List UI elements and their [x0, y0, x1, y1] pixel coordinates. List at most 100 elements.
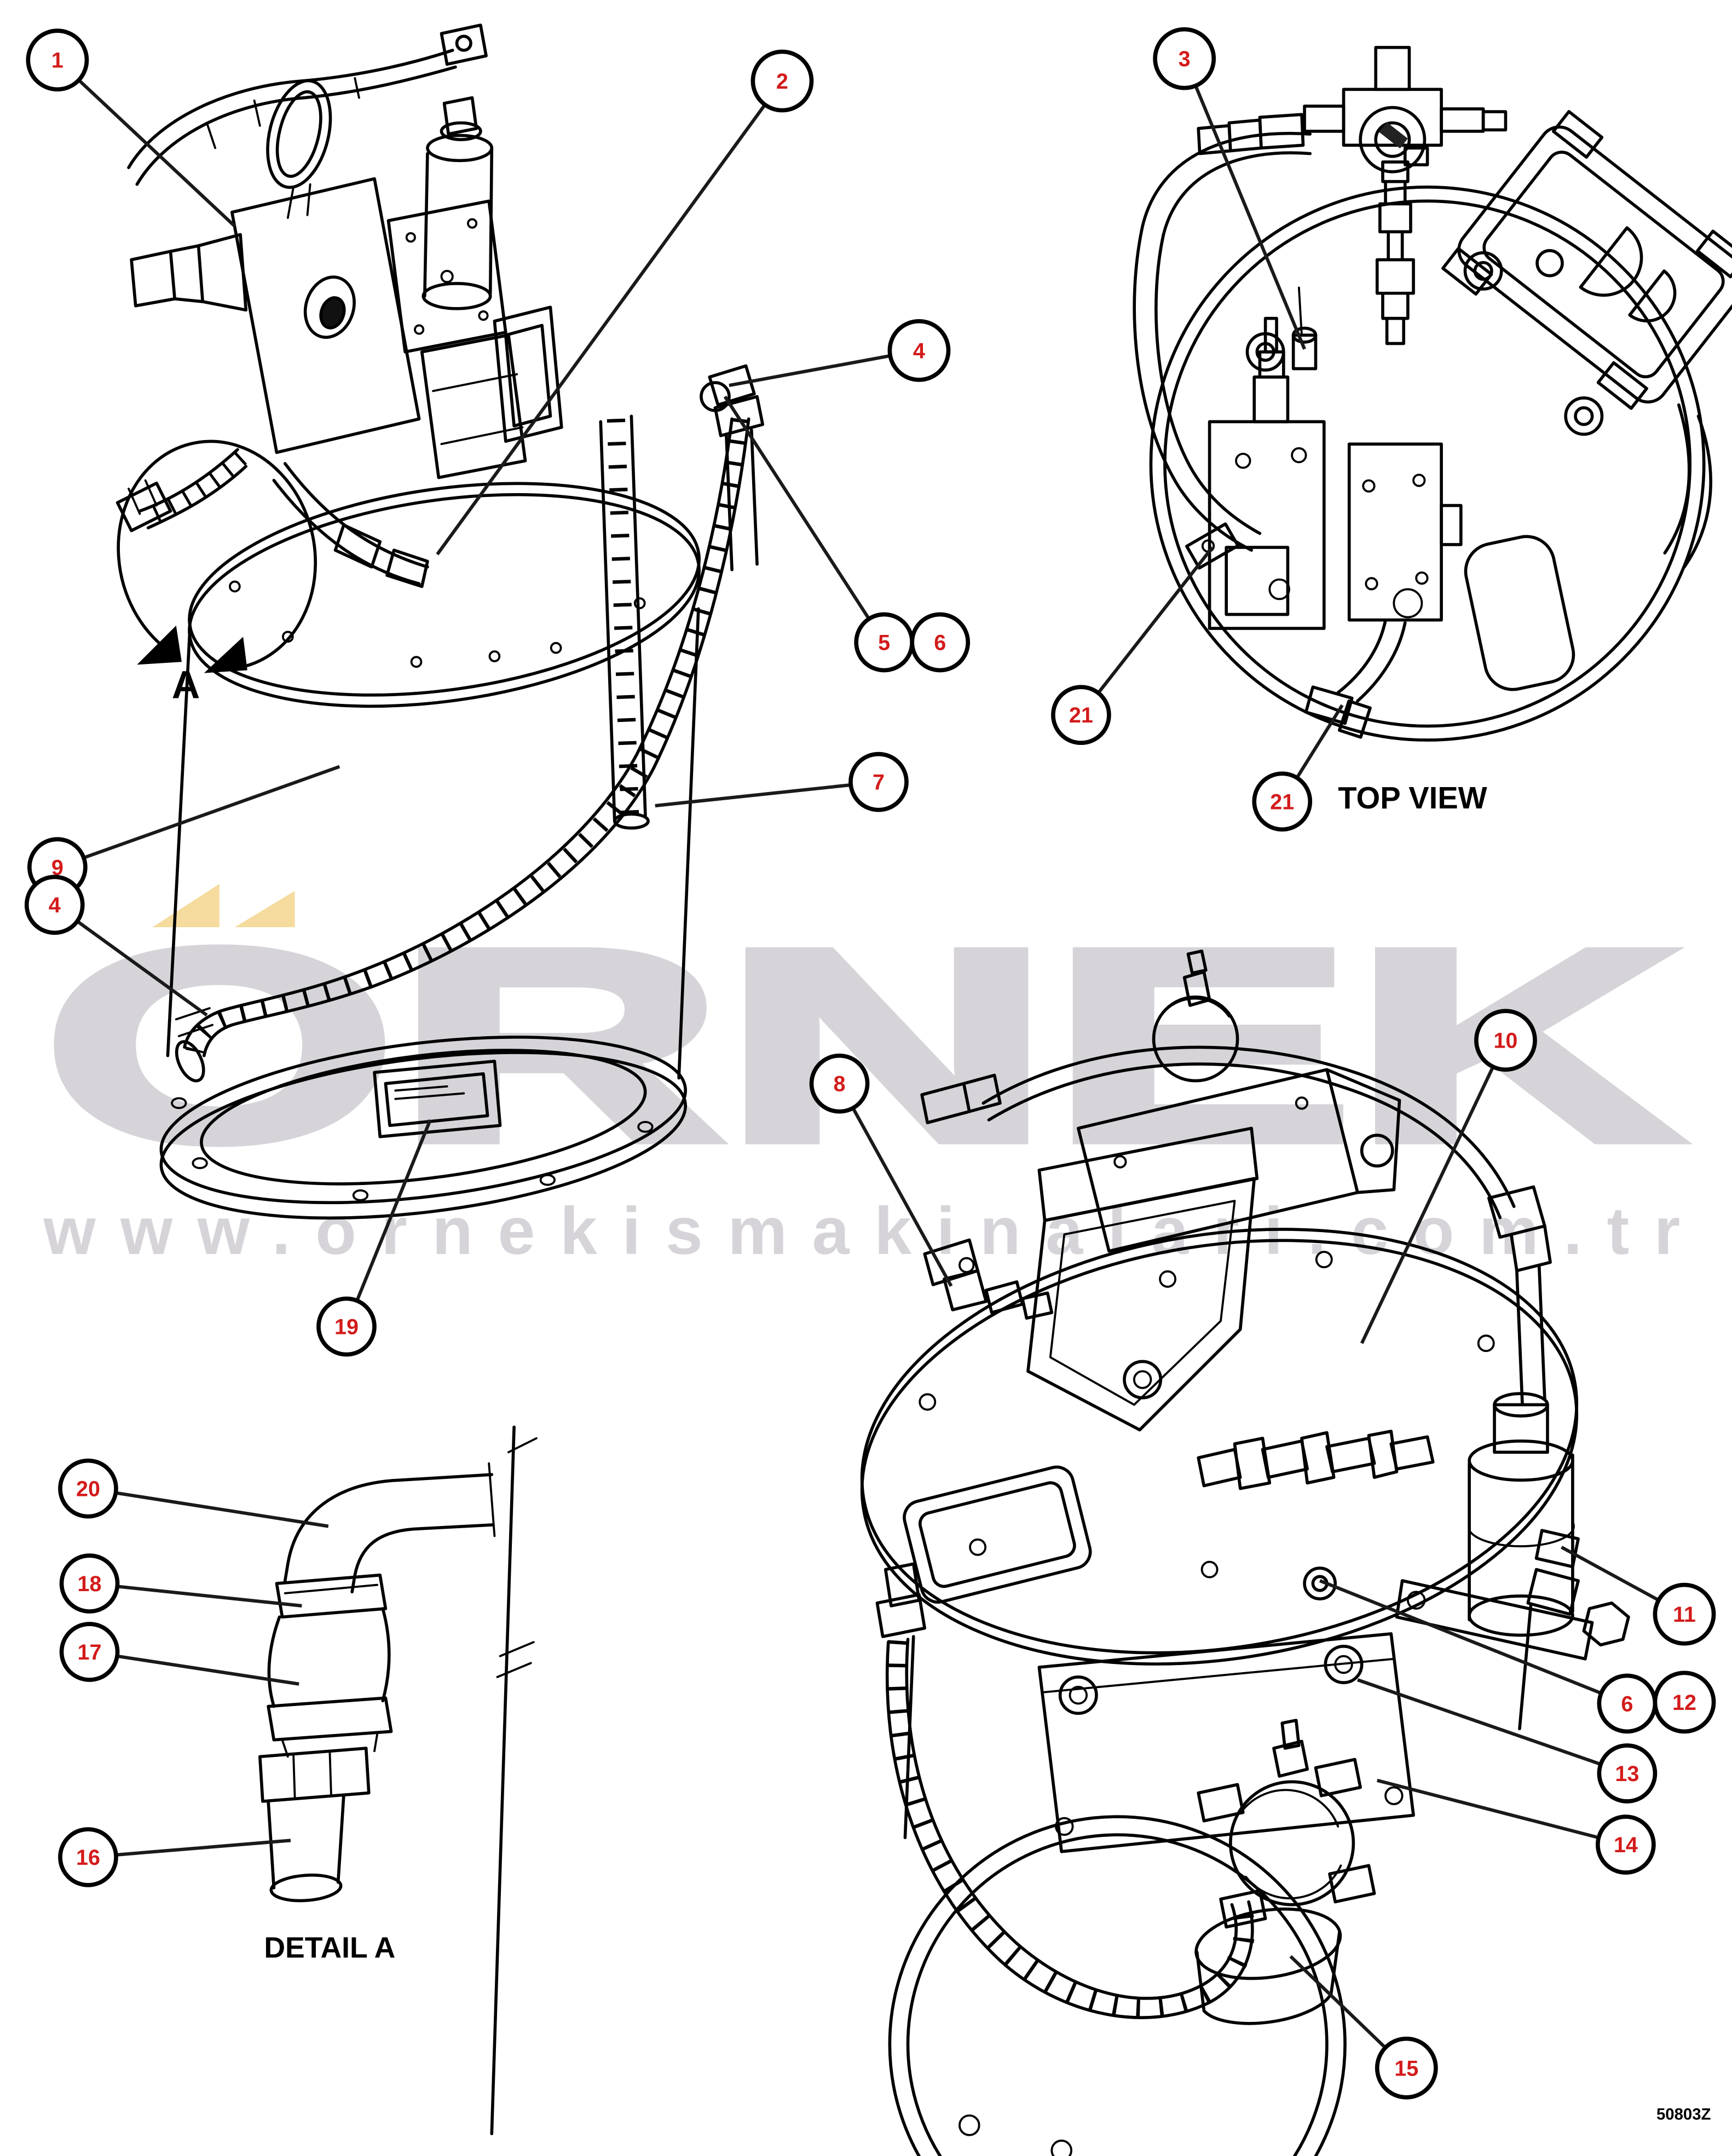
callout-11: 11: [1561, 1546, 1716, 1646]
breather-cylinder: [422, 96, 494, 310]
callout-balloon: [1153, 27, 1216, 90]
leader-line: [655, 780, 879, 808]
leader-line: [723, 395, 886, 644]
callout-3: 3: [1153, 27, 1306, 350]
plate-bolt: [1303, 1567, 1337, 1600]
callout-19: 19: [316, 1119, 432, 1357]
leader-line: [729, 349, 920, 388]
detail-a-indicator: [117, 440, 317, 673]
watermark-url: www.ornekismakinalari.com.tr: [43, 1193, 1680, 1268]
drain-elbow: [1304, 618, 1407, 739]
suction-pipe: [267, 1794, 345, 1903]
top-view-valve-blocks: [1208, 316, 1463, 630]
leader-line: [89, 1650, 299, 1686]
leader-line: [88, 1487, 329, 1528]
leader-line: [1360, 1039, 1508, 1344]
callout-balloon: [1597, 1743, 1658, 1804]
left-banjo-fitting: [923, 1238, 1054, 1320]
callout-2: 2: [436, 49, 814, 556]
callout-number: 15: [1394, 2056, 1418, 2080]
callout-number: 8: [834, 1072, 846, 1096]
callout-number: 9: [51, 856, 63, 880]
leader-line: [56, 59, 236, 228]
callout-number: 17: [78, 1640, 102, 1664]
callout-10: 10: [1360, 1009, 1537, 1344]
callout-number: 6: [934, 631, 946, 655]
bottom-gauge: [1152, 949, 1239, 1083]
callout-21: 21: [1051, 546, 1214, 745]
callout-balloon: [1653, 1582, 1716, 1646]
bottom-tank-body: [888, 1604, 1533, 2156]
tee-valve: [1303, 45, 1508, 174]
right-hose: [1663, 403, 1712, 569]
callout-number: 1: [51, 49, 63, 73]
callout-16: 16: [58, 1827, 291, 1887]
top-hose: [127, 24, 488, 186]
callout-number: 11: [1673, 1603, 1696, 1627]
filter-clamp: [1197, 1719, 1376, 1929]
callout-number: 18: [78, 1572, 102, 1596]
callout-number: 14: [1614, 1833, 1638, 1857]
umlaut-triangle-left: [152, 883, 220, 927]
crossover-hose: [920, 1045, 1552, 1273]
callout-number: 7: [873, 771, 885, 795]
fitting-chain: [1375, 160, 1415, 345]
detail-a-label: DETAIL A: [264, 1932, 395, 1964]
callout-20: 20: [58, 1458, 329, 1528]
callout-6: 6: [910, 612, 971, 673]
callout-8: 8: [809, 1053, 953, 1287]
callout-15: 15: [1289, 1955, 1438, 2100]
leader-line: [1079, 546, 1214, 716]
callout-balloon: [316, 1296, 377, 1357]
funnel-bracket: [1026, 1126, 1259, 1432]
filter-body: [1194, 1908, 1342, 2025]
callout-17: 17: [59, 1622, 299, 1686]
name-plate: [373, 1060, 502, 1138]
callout-number: 4: [913, 339, 925, 363]
callout-number: 4: [49, 893, 61, 917]
callout-7: 7: [655, 752, 909, 812]
callout-5: 5: [723, 395, 915, 673]
callout-balloon: [1474, 1009, 1537, 1072]
tank-body: [159, 607, 700, 1220]
drawing-number: 50803Z: [1656, 2106, 1711, 2124]
bottom-assembly: [860, 949, 1630, 2156]
callout-number: 21: [1270, 790, 1294, 814]
hose-coupling-upper: [275, 1573, 388, 1619]
valve-block: [130, 177, 527, 479]
callout-balloon: [1653, 1671, 1716, 1734]
leader-line: [56, 765, 340, 869]
callout-balloon: [750, 49, 814, 113]
callout-balloon: [58, 1458, 118, 1519]
valve-hoses: [116, 448, 429, 588]
riser-clamp: [493, 305, 650, 830]
callout-13: 13: [1357, 1678, 1658, 1804]
mounting-bracket: [1037, 1632, 1415, 1853]
callout-number: 5: [878, 631, 890, 655]
callout-balloon: [848, 752, 909, 812]
callout-balloon: [26, 28, 89, 92]
handle-plate: [903, 1465, 1092, 1604]
callout-balloon: [58, 1827, 118, 1887]
callout-number: 20: [76, 1477, 100, 1501]
callout-balloon: [24, 875, 85, 935]
callout-number: 3: [1179, 47, 1191, 71]
top-view-plate: [1149, 186, 1706, 742]
elbow-pipe: [283, 1462, 496, 1594]
leader-line: [838, 1083, 953, 1287]
wrapped-hose: [875, 1562, 1255, 2019]
pressure-gauge: [266, 79, 332, 219]
detail-a-assembly: [258, 1425, 538, 2135]
adapter-nut: [258, 1747, 371, 1803]
callout-balloon: [1252, 771, 1313, 832]
callout-14: 14: [1376, 1778, 1656, 1875]
callout-number: 19: [334, 1315, 359, 1339]
callout-number: 2: [776, 70, 788, 94]
callout-balloon: [59, 1622, 120, 1682]
callout-1: 1: [26, 28, 236, 228]
main-assembly: [116, 24, 765, 1220]
sensor-plug: [1291, 286, 1318, 371]
top-view-assembly: [1133, 45, 1732, 742]
callout-balloon: [887, 319, 951, 382]
callout-number: 6: [1621, 1692, 1633, 1716]
